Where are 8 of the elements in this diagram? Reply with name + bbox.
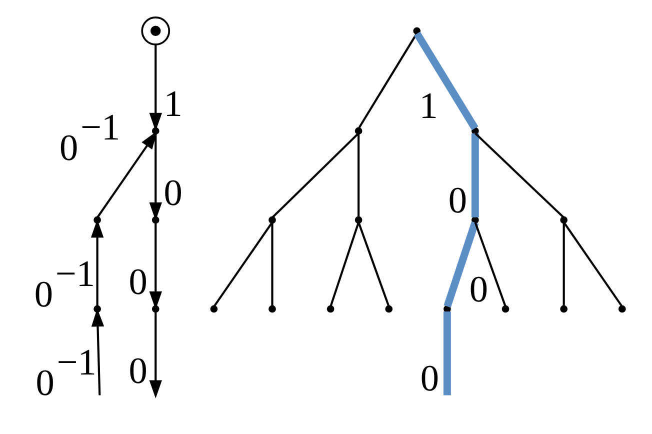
edge-label: 0 xyxy=(128,262,148,304)
edge-label: 0 xyxy=(420,358,440,400)
edge-label: 0 xyxy=(469,269,488,310)
edge-label: 0 xyxy=(164,173,182,214)
edge-label: 0 xyxy=(128,351,148,392)
edge-label: 1 xyxy=(164,84,182,126)
edge-label: 0 xyxy=(448,180,468,222)
edge-label: 1 xyxy=(419,86,438,127)
